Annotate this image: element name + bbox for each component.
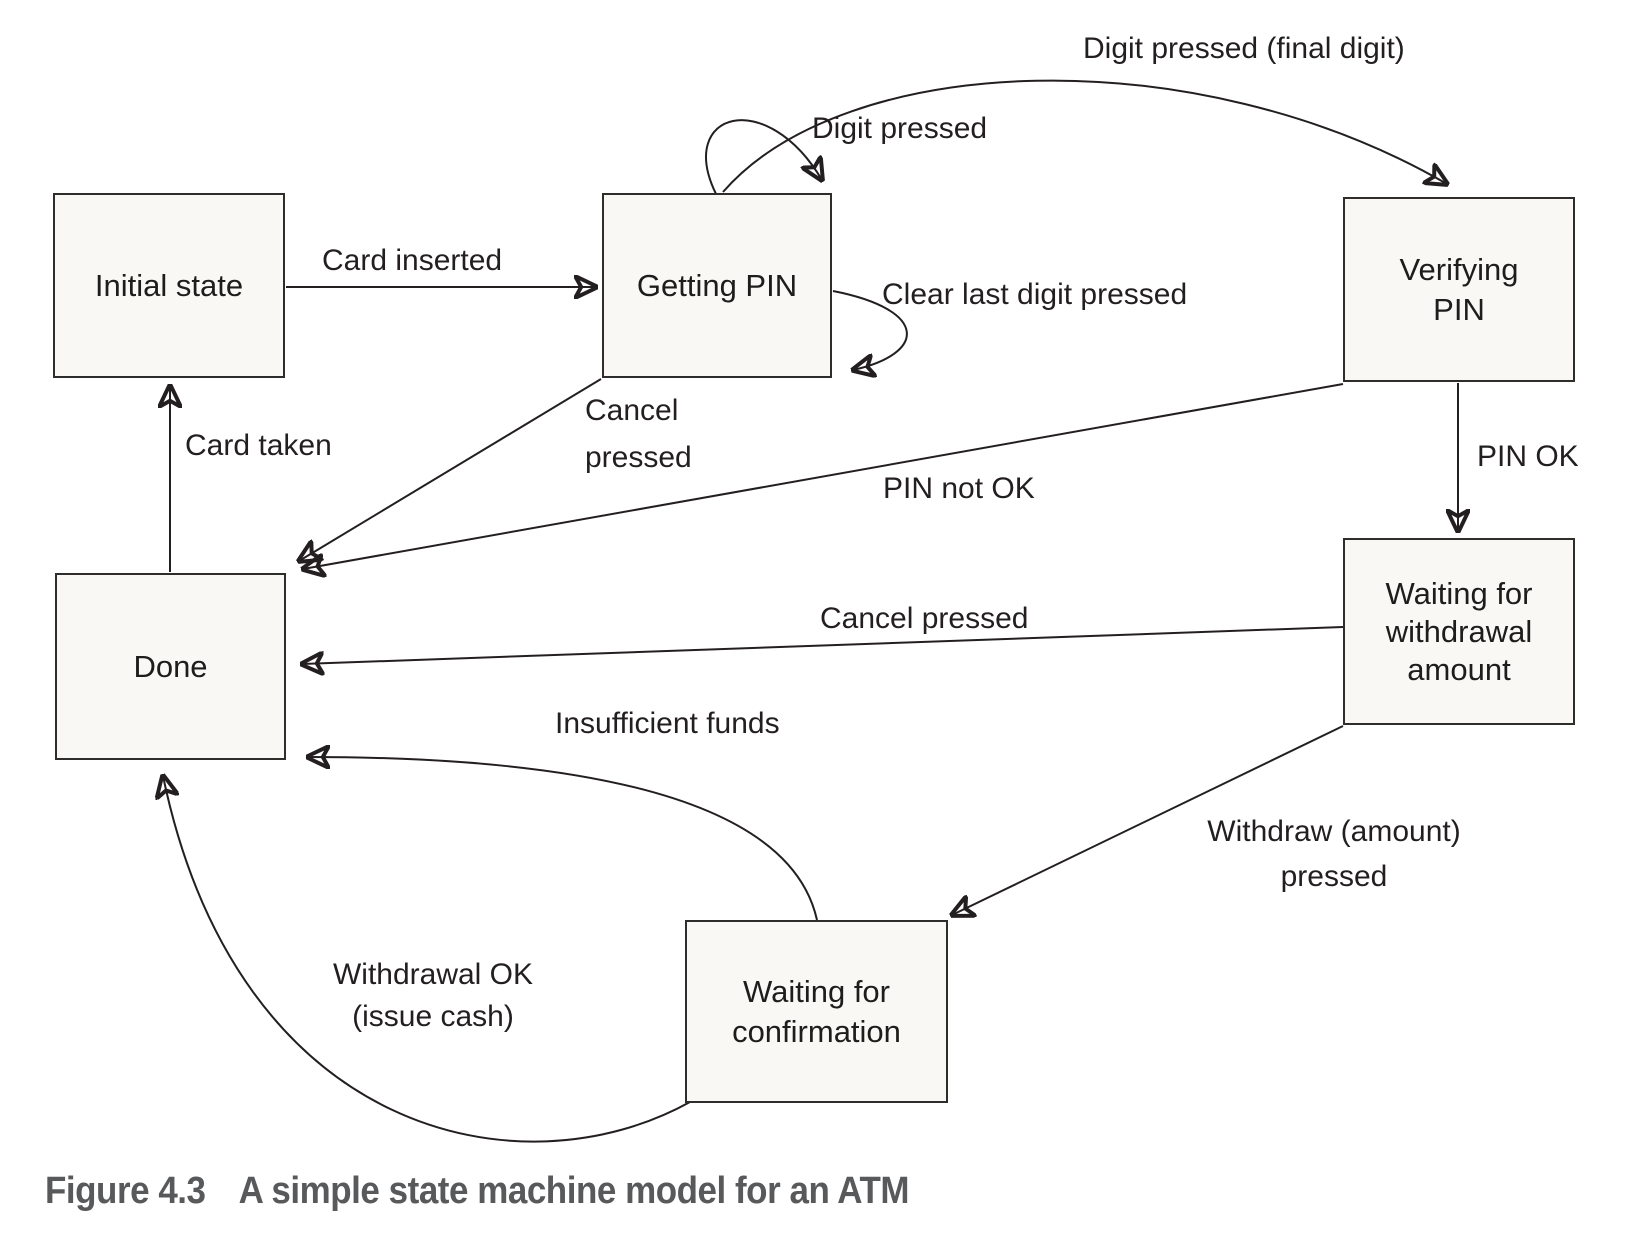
label-pin-not-ok: PIN not OK: [883, 471, 1035, 507]
edge-pin-not-ok: [303, 383, 1344, 569]
state-initial-label: Initial state: [95, 266, 243, 306]
label-line: Digit pressed: [812, 112, 988, 145]
state-label-line: Done: [133, 648, 208, 684]
state-waiting-confirmation-label: Waiting for confirmation: [732, 972, 901, 1052]
state-waiting-withdrawal-amount: Waiting for withdrawal amount: [1343, 538, 1575, 725]
state-label-line: amount: [1407, 651, 1511, 687]
edge-digit-pressed-loop: [705, 119, 822, 195]
label-digit-pressed: Digit pressed: [812, 111, 987, 147]
label-line: Withdraw (amount): [1207, 815, 1461, 848]
edge-cancel-pressed-withdrawal: [302, 626, 1344, 664]
state-label-line: withdrawal: [1385, 613, 1533, 649]
label-line: Card taken: [185, 429, 332, 462]
edge-withdraw-amount: [952, 725, 1344, 915]
label-line: Card inserted: [322, 244, 503, 277]
label-line: Withdrawal OK: [332, 958, 534, 991]
state-done-label: Done: [133, 647, 207, 687]
label-withdraw-amount: Withdraw (amount) pressed: [1188, 809, 1480, 899]
label-line: Insufficient funds: [555, 707, 780, 740]
figure-caption: Figure 4.3 A simple state machine model f…: [45, 1170, 910, 1213]
state-getting-pin: Getting PIN: [602, 193, 832, 378]
label-line: Cancel: [585, 394, 679, 427]
label-line: PIN OK: [1477, 440, 1579, 473]
state-initial: Initial state: [53, 193, 285, 378]
label-line: Digit pressed (final digit): [1083, 32, 1405, 65]
label-insufficient-funds: Insufficient funds: [555, 706, 780, 742]
label-line: Cancel pressed: [820, 602, 1029, 635]
label-line: PIN not OK: [883, 472, 1035, 505]
state-verifying-pin: Verifying PIN: [1343, 197, 1575, 382]
label-clear-last-digit: Clear last digit pressed: [882, 277, 1187, 313]
label-pin-ok: PIN OK: [1477, 439, 1579, 475]
figure-caption-title: A simple state machine model for an ATM: [238, 1170, 910, 1212]
state-label-line: Verifying: [1399, 251, 1519, 287]
state-label-line: Initial state: [94, 267, 244, 303]
label-card-inserted: Card inserted: [322, 243, 502, 279]
label-line: (issue cash): [352, 1000, 514, 1033]
label-line: Clear last digit pressed: [882, 278, 1188, 311]
figure-caption-number: Figure 4.3: [45, 1170, 206, 1212]
state-waiting-confirmation: Waiting for confirmation: [685, 920, 948, 1103]
state-label-line: PIN: [1433, 291, 1485, 327]
edge-withdrawal-ok: [163, 776, 691, 1143]
state-label-line: Waiting for: [742, 973, 890, 1009]
state-label-line: Waiting for: [1385, 575, 1533, 611]
label-withdrawal-ok: Withdrawal OK (issue cash): [303, 954, 563, 1038]
state-getting-pin-label: Getting PIN: [637, 266, 797, 306]
label-cancel-pressed-getting-pin: Cancel pressed: [585, 387, 692, 481]
edge-digit-pressed-final-arc: [722, 79, 1447, 193]
edge-insufficient-funds: [308, 757, 818, 921]
label-line: pressed: [1280, 860, 1388, 893]
edge-clear-last-digit-loop: [832, 290, 908, 370]
state-done: Done: [55, 573, 286, 760]
label-cancel-pressed-withdrawal: Cancel pressed: [820, 601, 1028, 637]
state-verifying-pin-label: Verifying PIN: [1400, 250, 1519, 330]
label-line: pressed: [585, 441, 692, 474]
label-card-taken: Card taken: [185, 428, 332, 464]
state-waiting-withdrawal-amount-label: Waiting for withdrawal amount: [1385, 575, 1532, 689]
state-label-line: confirmation: [732, 1013, 901, 1049]
state-label-line: Getting PIN: [636, 267, 798, 303]
edge-cancel-pressed-getting-pin: [299, 378, 602, 561]
label-digit-pressed-final: Digit pressed (final digit): [1083, 31, 1405, 67]
